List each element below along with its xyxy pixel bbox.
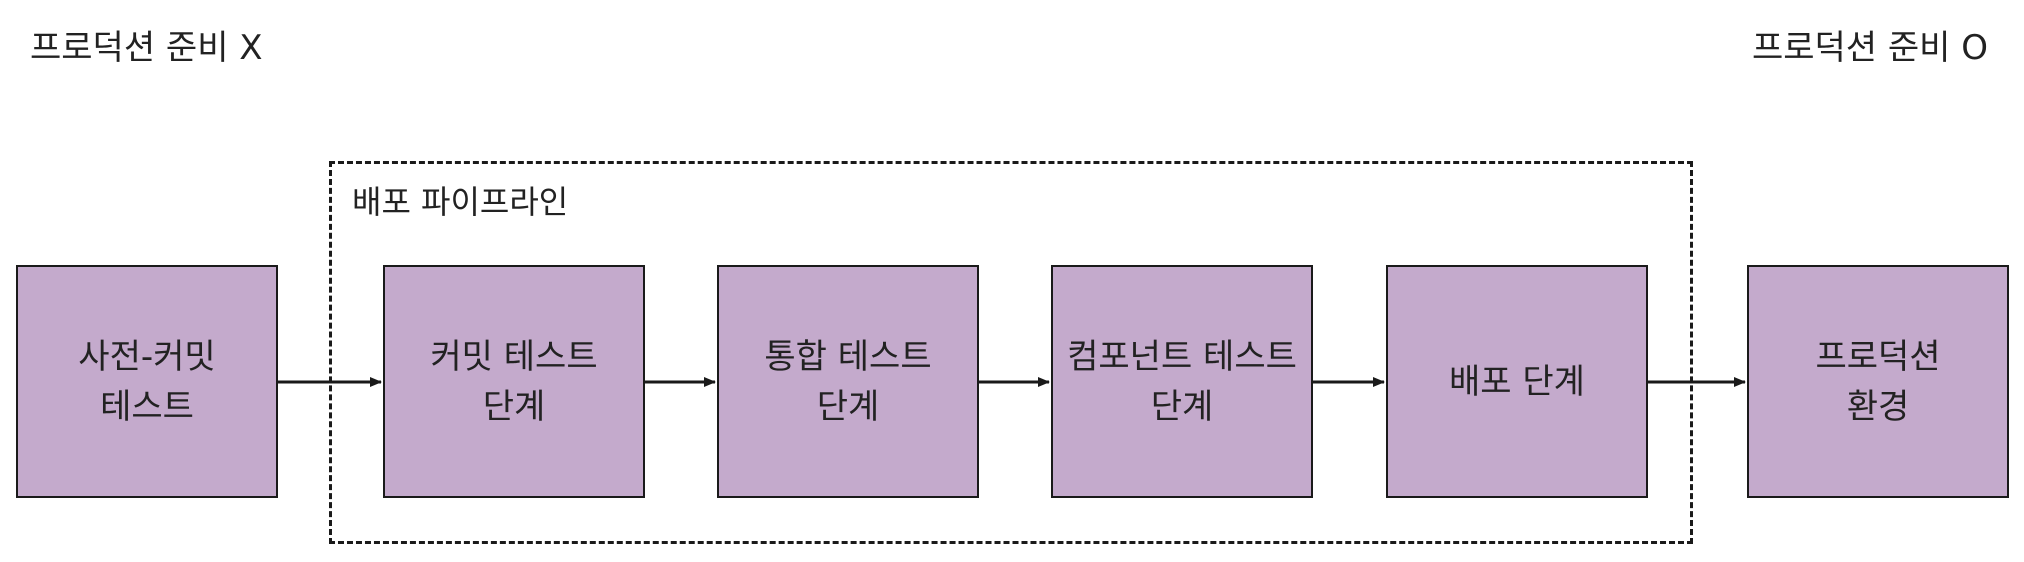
deployment-pipeline-boundary bbox=[329, 161, 1693, 544]
stage-component-tests: 컴포넌트 테스트 단계 bbox=[1051, 265, 1313, 498]
production-not-ready-label: 프로덕션 준비 X bbox=[30, 28, 263, 68]
stage-label: 통합 테스트 단계 bbox=[764, 336, 932, 427]
stage-pre-commit-tests: 사전-커밋 테스트 bbox=[16, 265, 278, 498]
stage-label: 프로덕션 환경 bbox=[1815, 336, 1941, 427]
stage-label: 배포 단계 bbox=[1449, 361, 1585, 402]
deployment-pipeline-title: 배포 파이프라인 bbox=[352, 183, 569, 221]
stage-label: 커밋 테스트 단계 bbox=[430, 336, 598, 427]
stage-commit-tests: 커밋 테스트 단계 bbox=[383, 265, 645, 498]
stage-label: 사전-커밋 테스트 bbox=[78, 336, 216, 427]
stage-integration-tests: 통합 테스트 단계 bbox=[717, 265, 979, 498]
production-ready-label: 프로덕션 준비 O bbox=[1751, 28, 1988, 68]
stage-deployment: 배포 단계 bbox=[1386, 265, 1648, 498]
stage-label: 컴포넌트 테스트 단계 bbox=[1067, 336, 1297, 427]
stage-production-environment: 프로덕션 환경 bbox=[1747, 265, 2009, 498]
